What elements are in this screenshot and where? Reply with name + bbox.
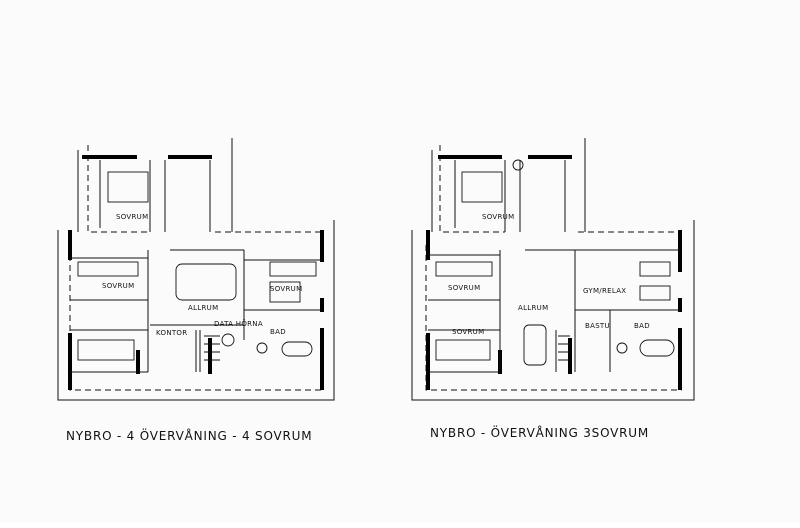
stairs — [555, 330, 570, 372]
room-label-kontor: KONTOR — [156, 329, 187, 337]
roof-dash-top — [439, 145, 505, 233]
toilet — [616, 342, 628, 354]
wall-line — [70, 257, 148, 373]
outer-line — [411, 220, 695, 401]
wall-line — [428, 254, 500, 373]
room-label-data-horna: DATA HÖRNA — [214, 319, 263, 328]
room-label-sovrum: SOVRUM — [102, 282, 134, 290]
lounger — [639, 261, 671, 277]
room-label-allrum: ALLRUM — [188, 304, 218, 312]
bed — [269, 261, 317, 277]
wall-line — [150, 324, 244, 372]
plan-caption: NYBRO - ÖVERVÅNING 3SOVRUM — [430, 424, 649, 440]
floor-plan-4-sovrum: SOVRUM SOVRUM SOVRUM ALLRUM KONTOR DATA … — [57, 138, 335, 443]
chair — [512, 159, 524, 171]
chair — [221, 333, 235, 347]
wall-line — [431, 138, 586, 232]
room-label-bad: BAD — [634, 322, 650, 330]
floor-plan-3-sovrum: SOVRUM SOVRUM SOVRUM ALLRUM GYM/RELAX BA… — [411, 138, 695, 440]
sofa — [175, 263, 237, 301]
bed — [435, 261, 493, 277]
wall-line — [99, 160, 211, 232]
room-label-bad: BAD — [270, 328, 286, 336]
room-label-sovrum: SOVRUM — [448, 284, 480, 292]
wall-line — [147, 249, 322, 372]
room-label-bastu: BASTU — [585, 322, 610, 330]
lounger — [639, 285, 671, 301]
bed — [107, 171, 149, 203]
sofa — [523, 324, 547, 366]
roof-dash — [425, 245, 682, 391]
room-label-gym-relax: GYM/RELAX — [583, 287, 626, 295]
bed — [461, 171, 503, 203]
desk — [269, 281, 301, 303]
bed — [77, 339, 135, 361]
stairs — [199, 330, 220, 372]
room-label-sovrum: SOVRUM — [116, 213, 148, 221]
toilet — [256, 342, 268, 354]
bed — [77, 261, 139, 277]
wall-line — [499, 249, 680, 372]
wall-line — [454, 160, 566, 232]
bed — [435, 339, 491, 361]
room-label-allrum: ALLRUM — [518, 304, 548, 312]
room-label-sovrum: SOVRUM — [482, 213, 514, 221]
room-label-sovrum: SOVRUM — [452, 328, 484, 336]
bathtub — [639, 339, 675, 357]
outer-line — [57, 220, 335, 401]
bathtub — [281, 341, 313, 357]
plan-caption: NYBRO - 4 ÖVERVÅNING - 4 SOVRUM — [66, 427, 312, 443]
room-label-sovrum: SOVRUM — [270, 285, 302, 293]
